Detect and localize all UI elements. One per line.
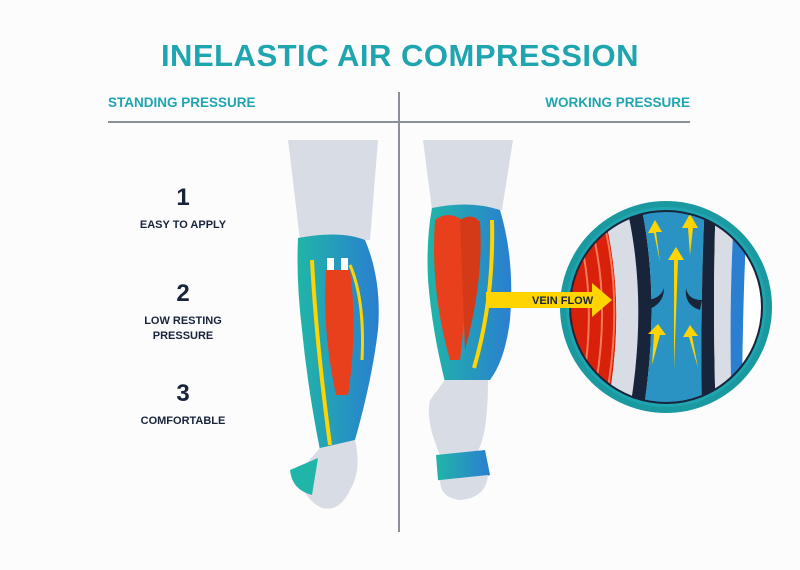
valve-icon [685, 288, 702, 310]
step-label: COMFORTABLE [140, 415, 226, 427]
step-number: 2 [176, 280, 190, 307]
step-number: 3 [176, 380, 190, 407]
valve-icon [644, 288, 664, 310]
step-2: 2 LOW RESTING PRESSURE [118, 280, 248, 344]
standing-pressure-header: STANDING PRESSURE [108, 95, 256, 110]
step-number: 1 [176, 184, 190, 211]
muscle-icon [325, 270, 354, 395]
working-pressure-header: WORKING PRESSURE [545, 95, 690, 110]
vein-flow-label: VEIN FLOW [532, 295, 594, 307]
step-label: LOW RESTING PRESSURE [144, 315, 222, 342]
working-leg-illustration [423, 140, 513, 500]
step-label: EASY TO APPLY [139, 219, 227, 231]
page-title: INELASTIC AIR COMPRESSION [160, 38, 640, 73]
center-divider [398, 92, 400, 532]
vein-flow-arrow-icon [486, 283, 612, 317]
vein-magnifier [560, 201, 772, 413]
step-3: 3 COMFORTABLE [118, 380, 248, 429]
step-1: 1 EASY TO APPLY [118, 184, 248, 233]
standing-leg-illustration [288, 140, 379, 509]
flow-arrows-icon [648, 214, 698, 370]
vein-flow-callout: VEIN FLOW [486, 283, 612, 317]
